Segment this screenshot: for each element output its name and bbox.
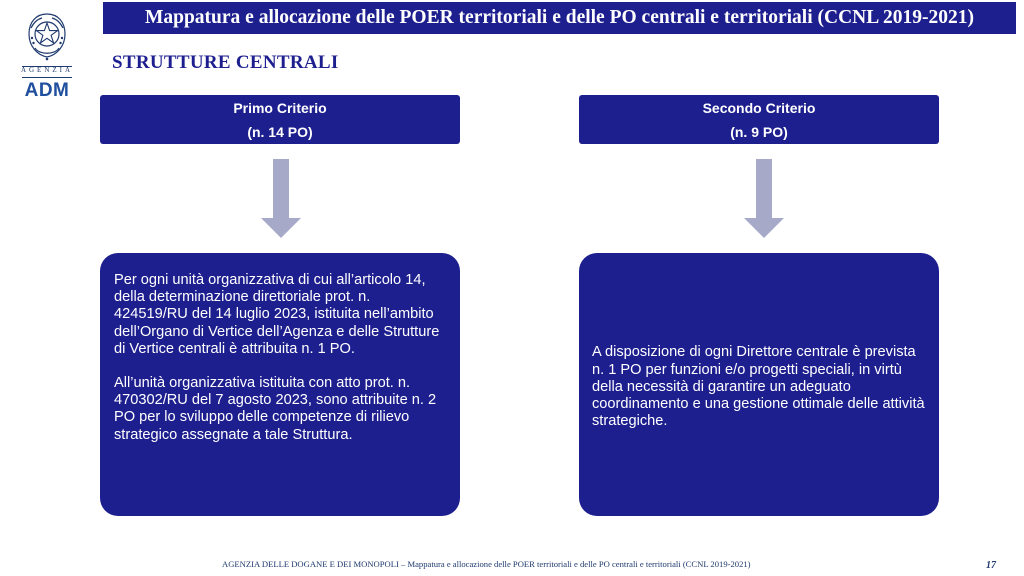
slide-title: Mappatura e allocazione delle POER terri… [144, 7, 975, 28]
down-arrow-icon [261, 159, 301, 238]
agency-logo: AGENZIA ADM [18, 8, 76, 101]
criterion-count: (n. 14 PO) [247, 124, 313, 140]
second-criterion-description: A disposizione di ogni Direttore central… [579, 253, 939, 516]
first-criterion-description: Per ogni unità organizzativa di cui all’… [100, 253, 460, 516]
second-criterion-box: Secondo Criterio (n. 9 PO) [579, 95, 939, 144]
down-arrow-icon [744, 159, 784, 238]
footer-text: AGENZIA DELLE DOGANE E DEI MONOPOLI – Ma… [222, 559, 751, 569]
logo-rule-top [22, 66, 72, 67]
logo-acronym: ADM [24, 80, 70, 101]
title-bar: Mappatura e allocazione delle POER terri… [103, 2, 1016, 34]
footer: AGENZIA DELLE DOGANE E DEI MONOPOLI – Ma… [0, 558, 1024, 576]
description-paragraph: Per ogni unità organizzativa di cui all’… [114, 272, 440, 357]
section-heading: STRUTTURE CENTRALI [112, 52, 339, 73]
italian-republic-emblem-icon [28, 13, 66, 61]
criterion-count: (n. 9 PO) [730, 124, 788, 140]
description-paragraph: All’unità organizzativa istituita con at… [114, 375, 437, 443]
description-paragraph: A disposizione di ogni Direttore central… [592, 344, 925, 430]
criterion-title: Primo Criterio [233, 100, 327, 116]
logo-rule-bottom [22, 77, 72, 78]
logo-agency-word: AGENZIA [20, 66, 74, 74]
first-criterion-box: Primo Criterio (n. 14 PO) [100, 95, 460, 144]
page-number: 17 [986, 560, 996, 571]
criterion-title: Secondo Criterio [702, 100, 816, 116]
